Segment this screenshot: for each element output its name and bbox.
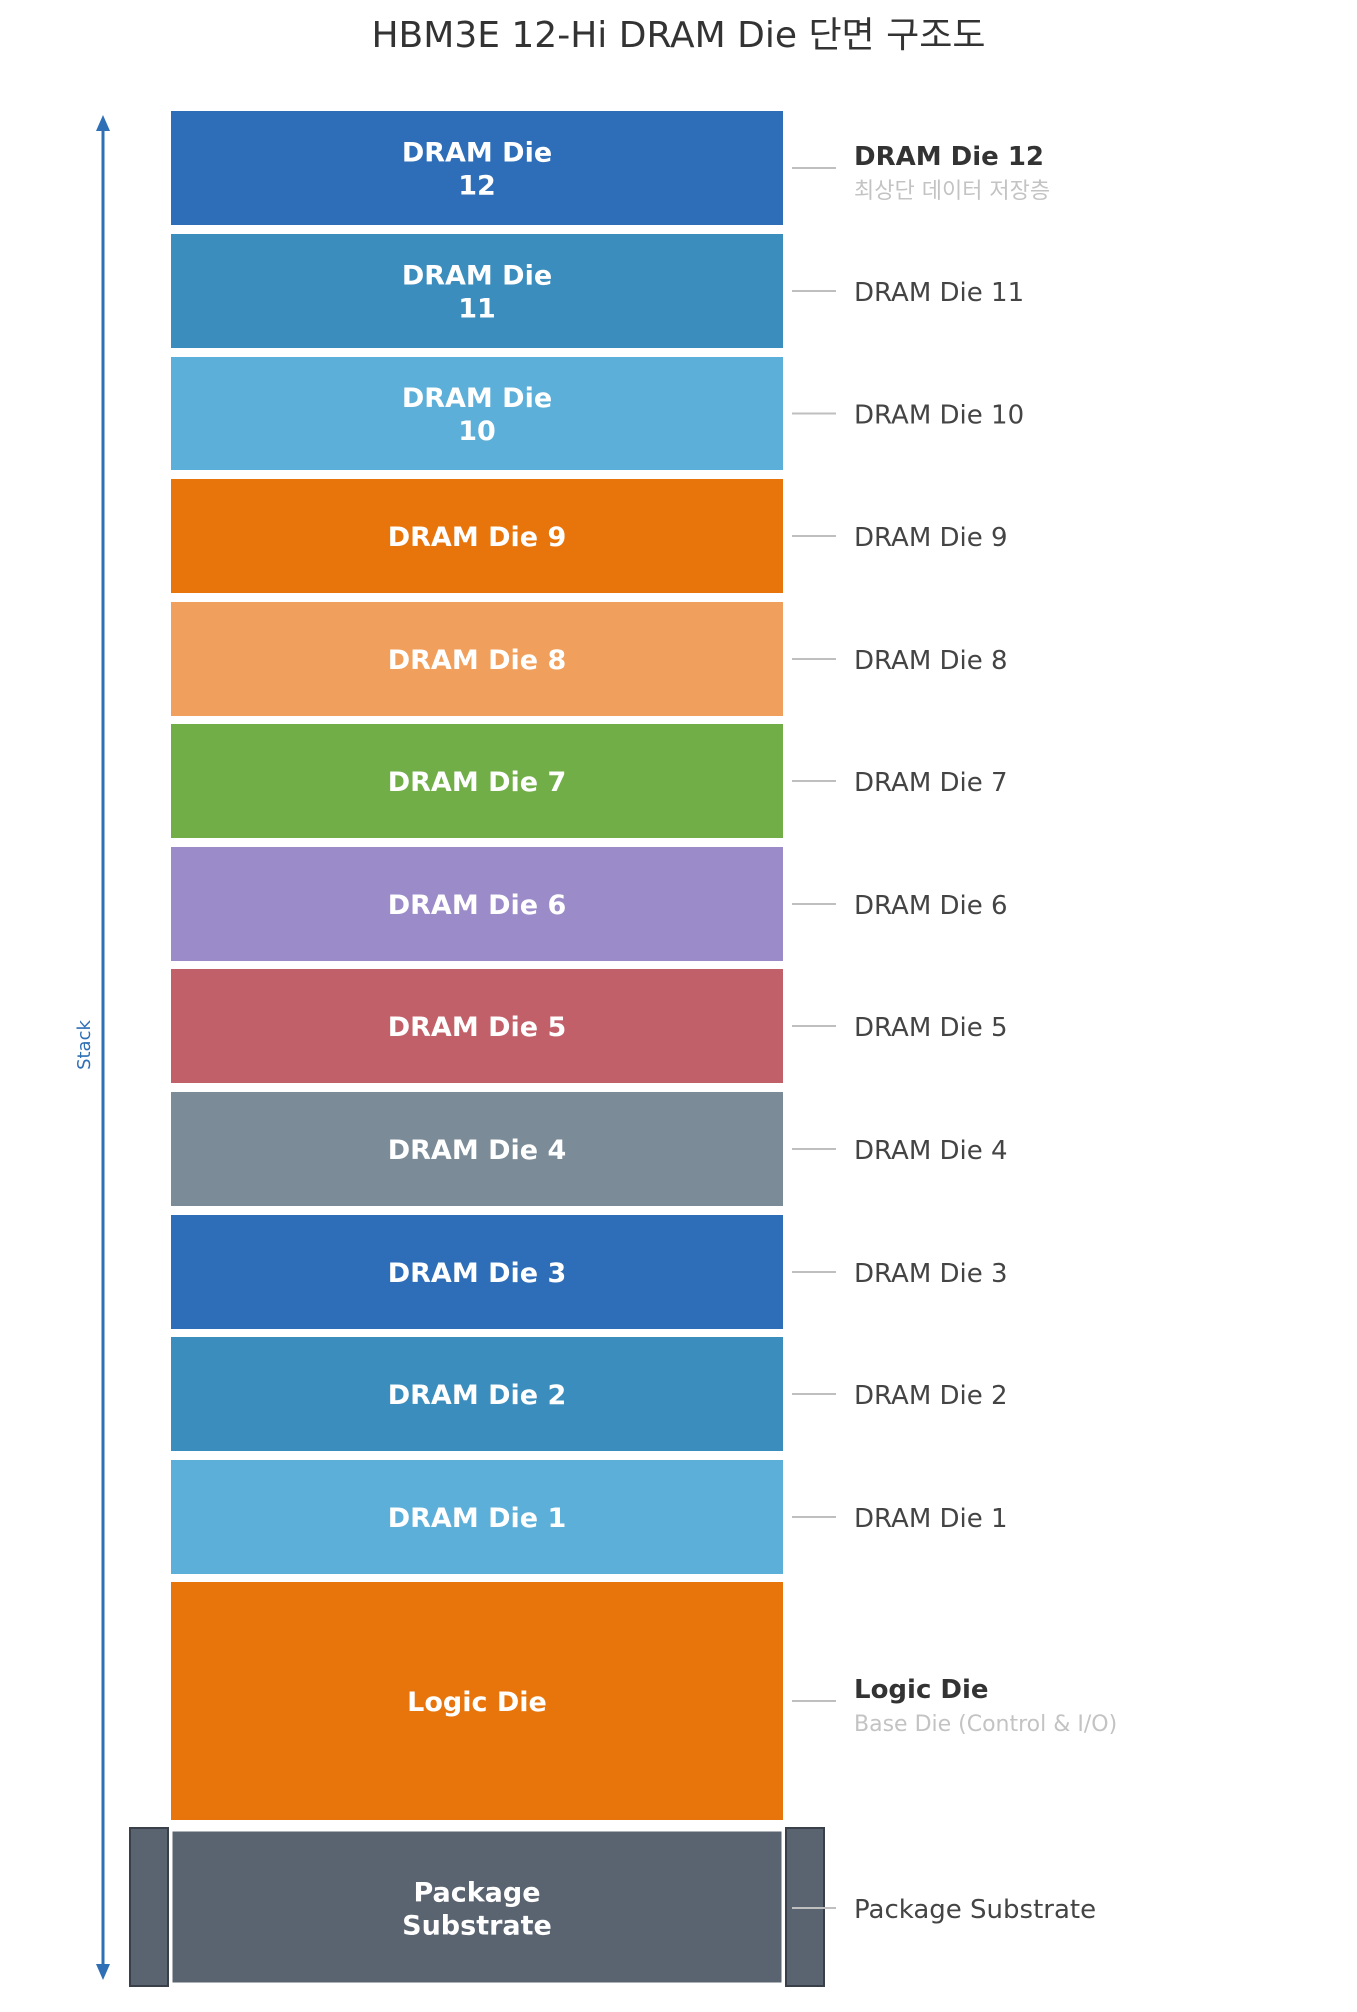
die-block <box>171 111 783 225</box>
die-block-label: 11 <box>458 294 496 325</box>
die-block <box>171 1215 783 1329</box>
layer-dram1: DRAM Die 1 <box>171 1460 783 1574</box>
die-block-label: DRAM Die 1 <box>388 1503 567 1534</box>
layer-label: DRAM Die 1 <box>854 1504 1008 1534</box>
layer-label: DRAM Die 3 <box>854 1259 1008 1289</box>
axis-arrow-down-icon <box>96 1964 110 1980</box>
die-block-label: Logic Die <box>407 1687 547 1718</box>
die-block <box>171 1092 783 1206</box>
axis-arrow-up-icon <box>96 115 110 131</box>
die-block-label: DRAM Die <box>402 138 552 169</box>
die-block-label: 10 <box>458 416 496 447</box>
layer-dram3: DRAM Die 3 <box>171 1215 783 1329</box>
layer-label: DRAM Die 2 <box>854 1381 1008 1411</box>
layer-dram8: DRAM Die 8 <box>171 602 783 716</box>
layer-label: DRAM Die 10 <box>854 401 1024 431</box>
die-block <box>171 602 783 716</box>
die-block-label: DRAM Die <box>402 261 552 292</box>
substrate-bracket-left <box>129 1827 169 1987</box>
layer-label: DRAM Die 11 <box>854 278 1024 308</box>
layer-dram6: DRAM Die 6 <box>171 847 783 961</box>
layer-labels: DRAM Die 12 최상단 데이터 저장층 DRAM Die 11 DRAM Di… <box>792 142 1117 1925</box>
layer-label: DRAM Die 6 <box>854 891 1008 921</box>
layer-dram7: DRAM Die 7 <box>171 724 783 838</box>
layer-dram4: DRAM Die 4 <box>171 1092 783 1206</box>
die-block-label: Substrate <box>402 1911 552 1942</box>
layer-sublabel: Base Die (Control & I/O) <box>854 1712 1117 1737</box>
layer-label: DRAM Die 8 <box>854 646 1008 676</box>
die-block <box>171 969 783 1083</box>
layer-dram5: DRAM Die 5 <box>171 969 783 1083</box>
die-block-label: DRAM Die 6 <box>388 890 567 921</box>
layer-dram2: DRAM Die 2 <box>171 1337 783 1451</box>
die-block <box>171 479 783 593</box>
die-block <box>171 724 783 838</box>
die-block-label: DRAM Die 5 <box>388 1012 567 1043</box>
layer-label: Logic Die <box>854 1675 989 1705</box>
die-block <box>171 357 783 470</box>
axis-label: Stack <box>74 1020 95 1070</box>
die-block <box>171 1337 783 1451</box>
die-block-label: DRAM Die <box>402 383 552 414</box>
die-block-label: DRAM Die 2 <box>388 1380 567 1411</box>
stack-axis: Stack <box>74 115 110 1980</box>
die-block-label: 12 <box>458 171 496 202</box>
die-block <box>171 847 783 961</box>
layer-dram9: DRAM Die 9 <box>171 479 783 593</box>
layer-label: DRAM Die 9 <box>854 523 1008 553</box>
layer-label: DRAM Die 4 <box>854 1136 1008 1166</box>
die-block-label: DRAM Die 8 <box>388 645 567 676</box>
page-title: HBM3E 12-Hi DRAM Die 단면 구조도 <box>371 15 986 56</box>
layer-label: DRAM Die 12 <box>854 142 1044 172</box>
layer-logic: Logic Die <box>171 1582 783 1820</box>
die-block-label: DRAM Die 4 <box>388 1135 567 1166</box>
substrate-block <box>169 1828 785 1986</box>
die-block <box>171 1582 783 1820</box>
layer-label: DRAM Die 5 <box>854 1013 1008 1043</box>
layer-label: Package Substrate <box>854 1895 1096 1925</box>
die-block-label: DRAM Die 9 <box>388 522 567 553</box>
die-block-label: DRAM Die 7 <box>388 767 567 798</box>
die-block-label: Package <box>413 1878 540 1909</box>
layer-sublabel: 최상단 데이터 저장층 <box>854 179 1050 204</box>
die-block <box>171 234 783 348</box>
die-block-label: DRAM Die 3 <box>388 1258 567 1289</box>
layer-label: DRAM Die 7 <box>854 768 1008 798</box>
die-block <box>171 1460 783 1574</box>
